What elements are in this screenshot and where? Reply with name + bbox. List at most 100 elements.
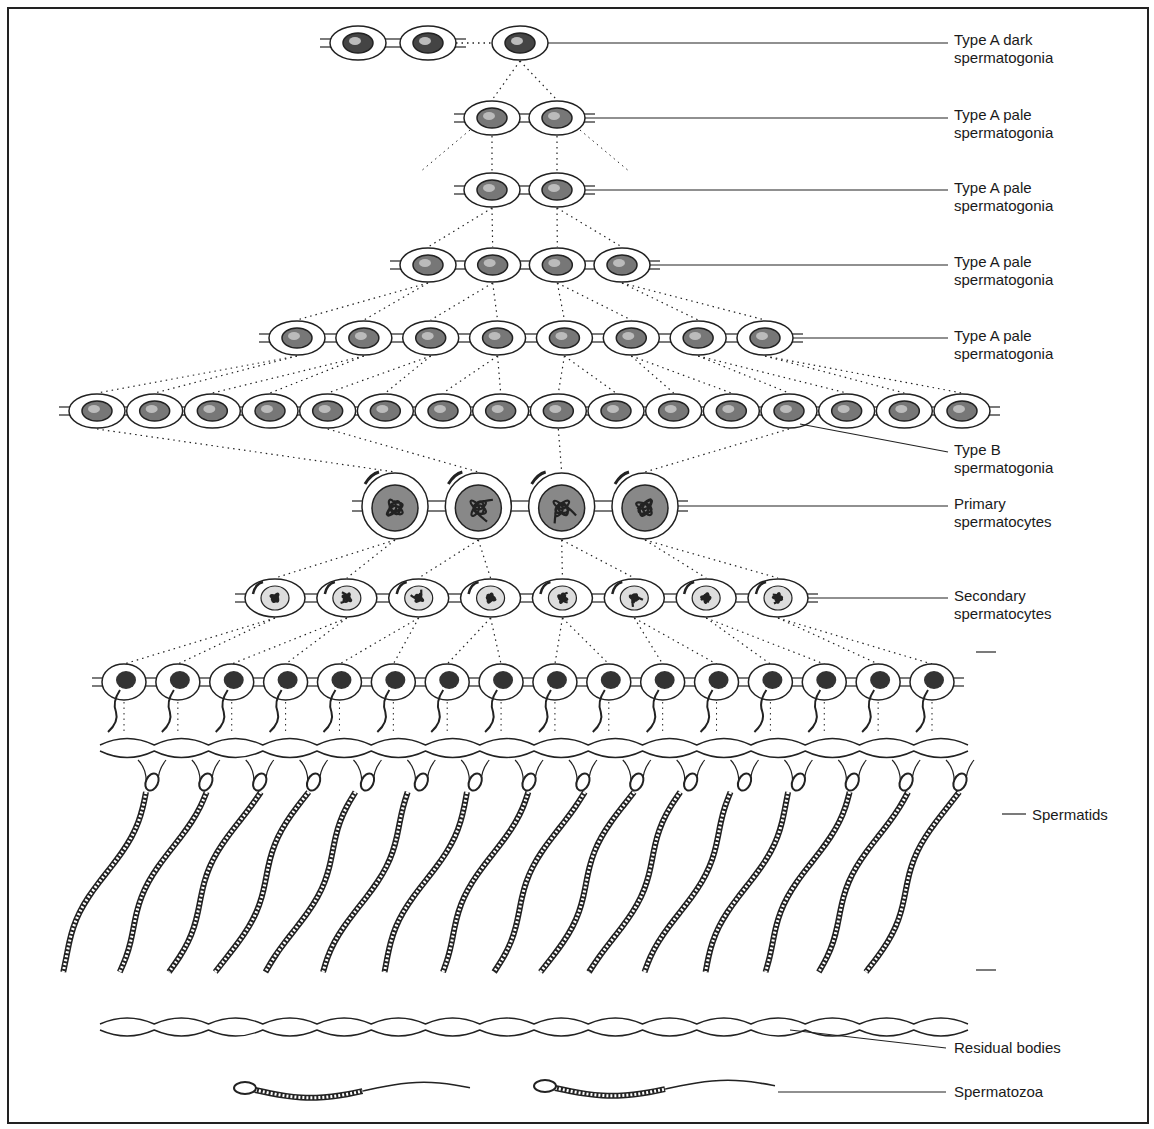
- chromatin: [773, 593, 782, 603]
- flagellum-striation: [555, 1088, 665, 1096]
- late-spermatid: [766, 760, 867, 972]
- cell-membrane: [604, 579, 664, 617]
- spermatid-head: [735, 771, 753, 792]
- secondary-spermatocyte: [676, 579, 736, 617]
- cell-membrane: [102, 664, 146, 700]
- cell-membrane: [670, 321, 726, 355]
- cytoplasmic-bridge: [425, 510, 448, 511]
- cell-membrane: [371, 664, 415, 700]
- nucleus: [477, 586, 505, 610]
- lineage-line: [286, 618, 347, 664]
- cell-membrane: [127, 394, 183, 428]
- lineage-line: [385, 356, 430, 393]
- lineage-line: [447, 618, 490, 664]
- late-spermatid: [589, 760, 705, 972]
- chromatin: [387, 500, 403, 516]
- cell-membrane: [748, 664, 792, 700]
- nucleus-grain: [376, 405, 388, 413]
- flagellum-tail: [665, 1080, 775, 1089]
- primary-spermatocyte: [529, 472, 595, 539]
- flagellum: [108, 690, 120, 732]
- flagellum-striation: [819, 792, 908, 972]
- flagellum-striation: [766, 792, 850, 972]
- lineage-line: [716, 702, 717, 735]
- nucleus: [692, 586, 720, 610]
- flagellum-striation: [385, 792, 467, 972]
- lineage-line: [662, 702, 663, 735]
- spermatid-head: [628, 771, 646, 792]
- lineage-line: [634, 618, 716, 664]
- lineage-line: [493, 283, 498, 320]
- nucleus: [543, 401, 573, 421]
- lineage-line: [824, 702, 825, 735]
- flagellum: [494, 792, 585, 972]
- leader-line: [585, 117, 948, 118]
- nucleus: [774, 401, 804, 421]
- spermatogonium: [670, 321, 726, 355]
- lineage-line: [97, 356, 297, 393]
- flagellum-striation: [120, 792, 207, 972]
- flagellum: [866, 792, 959, 972]
- cell-membrane: [748, 579, 808, 617]
- lineage-line: [275, 540, 395, 578]
- lineage-line: [447, 702, 448, 735]
- stage-label: Spermatozoa: [952, 1082, 1045, 1102]
- nucleus: [477, 180, 507, 200]
- leader-line: [793, 337, 948, 338]
- flagellum: [862, 690, 874, 732]
- spermatid-head: [250, 771, 268, 792]
- secondary-spermatocyte: [604, 579, 664, 617]
- flagellum: [385, 792, 467, 972]
- cell-membrane: [588, 394, 644, 428]
- late-spermatid: [819, 760, 920, 972]
- centriole: [397, 582, 407, 594]
- spermatogonium: [492, 26, 548, 60]
- cell-membrane: [330, 26, 386, 60]
- lineage-line: [212, 356, 364, 393]
- nucleus-grain: [483, 184, 495, 192]
- flagellum: [706, 792, 789, 972]
- cell-membrane: [910, 664, 954, 700]
- lineage-line: [564, 356, 616, 393]
- frame: [8, 8, 1148, 1123]
- nucleus-grain: [349, 37, 361, 45]
- nucleus: [282, 328, 312, 348]
- lineage-line: [419, 540, 479, 578]
- nucleus: [542, 180, 572, 200]
- cell-membrane: [445, 473, 511, 539]
- stage-label: Type A pale spermatogonia: [952, 326, 1106, 364]
- lineage-line: [491, 136, 492, 172]
- cell-membrane: [529, 101, 585, 135]
- secondary-spermatocyte: [532, 579, 592, 617]
- lineage-line: [557, 208, 622, 247]
- nucleus: [762, 671, 782, 689]
- nucleus-grain: [548, 259, 560, 267]
- nucleus: [483, 328, 513, 348]
- early-spermatid: [210, 664, 254, 732]
- secondary-spermatocyte: [748, 579, 808, 617]
- nucleus: [349, 328, 379, 348]
- nucleus: [493, 671, 513, 689]
- late-spermatid: [385, 760, 490, 972]
- flagellum-striation: [706, 792, 789, 972]
- spermatid-head: [412, 771, 430, 792]
- leader-line: [790, 1030, 946, 1048]
- leader-line: [650, 264, 948, 265]
- cell-membrane: [242, 394, 298, 428]
- nucleus: [372, 485, 418, 531]
- nucleus-grain: [146, 405, 158, 413]
- cell-membrane: [470, 321, 526, 355]
- flagellum: [265, 792, 355, 972]
- nucleus-grain: [548, 184, 560, 192]
- nucleus: [505, 33, 535, 53]
- spermatogonium: [336, 321, 392, 355]
- lineage-line: [561, 540, 563, 578]
- early-spermatid: [264, 664, 308, 732]
- centriole: [540, 582, 550, 594]
- early-spermatid: [425, 664, 469, 732]
- cell-membrane: [317, 579, 377, 617]
- spermatogonium: [536, 321, 592, 355]
- cytoplasmic-bridge: [508, 500, 531, 501]
- spermatid-head: [143, 771, 161, 792]
- cell-membrane: [802, 664, 846, 700]
